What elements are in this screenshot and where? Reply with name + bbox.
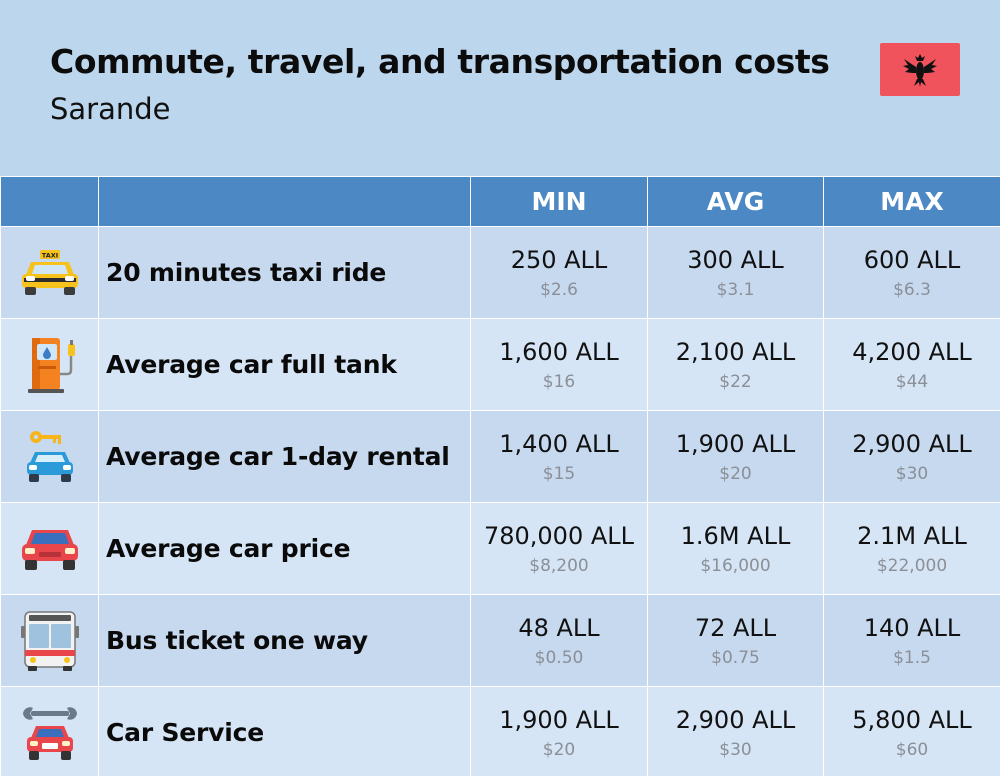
avg-price-usd: $30 [719, 739, 752, 760]
max-price-usd: $30 [895, 463, 929, 484]
min-price-usd: $16 [542, 371, 576, 392]
max-column-header: MAX [823, 176, 1000, 227]
max-price-cell: 140 ALL $1.5 [823, 594, 1000, 687]
avg-price-cell: 300 ALL $3.1 [647, 226, 824, 319]
item-label: Bus ticket one way [98, 594, 471, 687]
table-header-row: MIN AVG MAX [0, 176, 1000, 227]
avg-price-local: 1.6M ALL [680, 521, 791, 550]
table-row: Average car full tank 1,600 ALL $16 2,10… [0, 318, 1000, 411]
max-price-cell: 2.1M ALL $22,000 [823, 502, 1000, 595]
max-price-cell: 2,900 ALL $30 [823, 410, 1000, 503]
min-price-local: 48 ALL [518, 613, 600, 642]
max-price-usd: $60 [895, 739, 929, 760]
avg-price-local: 1,900 ALL [675, 429, 796, 458]
avg-price-usd: $3.1 [716, 279, 755, 300]
max-price-usd: $22,000 [876, 555, 948, 576]
avg-price-cell: 72 ALL $0.75 [647, 594, 824, 687]
table-row: TAXI 20 minutes taxi ride 250 ALL $2.6 3… [0, 226, 1000, 319]
albania-flag-icon [880, 43, 960, 96]
item-label: Average car full tank [98, 318, 471, 411]
min-price-cell: 1,400 ALL $15 [470, 410, 648, 503]
max-price-cell: 600 ALL $6.3 [823, 226, 1000, 319]
min-price-usd: $0.50 [534, 647, 584, 668]
max-price-local: 140 ALL [863, 613, 961, 642]
min-price-local: 780,000 ALL [483, 521, 635, 550]
item-label: 20 minutes taxi ride [98, 226, 471, 319]
car-rental-key-icon [0, 410, 99, 503]
avg-price-local: 300 ALL [687, 245, 784, 274]
min-price-local: 1,600 ALL [499, 337, 619, 366]
avg-price-cell: 1,900 ALL $20 [647, 410, 824, 503]
max-price-local: 600 ALL [863, 245, 961, 274]
min-column-header: MIN [470, 176, 648, 227]
max-price-cell: 4,200 ALL $44 [823, 318, 1000, 411]
min-price-usd: $8,200 [529, 555, 589, 576]
item-label: Car Service [98, 686, 471, 776]
avg-column-header: AVG [647, 176, 824, 227]
min-price-cell: 250 ALL $2.6 [470, 226, 648, 319]
item-label: Average car price [98, 502, 471, 595]
page-title: Commute, travel, and transportation cost… [50, 42, 830, 81]
avg-price-local: 72 ALL [694, 613, 777, 642]
taxi-icon: TAXI [0, 226, 99, 319]
max-price-cell: 5,800 ALL $60 [823, 686, 1000, 776]
max-price-local: 2.1M ALL [857, 521, 967, 550]
avg-price-cell: 2,100 ALL $22 [647, 318, 824, 411]
cost-table: MIN AVG MAX TAXI 20 [0, 176, 1000, 776]
table-row: Car Service 1,900 ALL $20 2,900 ALL $30 … [0, 686, 1000, 776]
table-row: Average car 1-day rental 1,400 ALL $15 1… [0, 410, 1000, 503]
avg-price-usd: $16,000 [700, 555, 771, 576]
avg-price-cell: 2,900 ALL $30 [647, 686, 824, 776]
max-price-usd: $1.5 [893, 647, 931, 668]
max-price-local: 4,200 ALL [852, 337, 972, 366]
red-car-icon [0, 502, 99, 595]
max-price-local: 2,900 ALL [852, 429, 972, 458]
item-label: Average car 1-day rental [98, 410, 471, 503]
min-price-local: 1,400 ALL [499, 429, 619, 458]
min-price-cell: 780,000 ALL $8,200 [470, 502, 648, 595]
min-price-usd: $20 [542, 739, 576, 760]
min-price-cell: 1,600 ALL $16 [470, 318, 648, 411]
page-header: Commute, travel, and transportation cost… [0, 0, 1000, 176]
max-price-local: 5,800 ALL [852, 705, 972, 734]
min-price-local: 250 ALL [510, 245, 608, 274]
avg-price-local: 2,100 ALL [675, 337, 796, 366]
svg-text:TAXI: TAXI [41, 251, 57, 259]
fuel-pump-icon [0, 318, 99, 411]
car-service-wrench-icon [0, 686, 99, 776]
min-price-usd: $15 [542, 463, 576, 484]
avg-price-usd: $22 [719, 371, 752, 392]
max-price-usd: $6.3 [893, 279, 931, 300]
avg-price-usd: $20 [719, 463, 752, 484]
table-row: Average car price 780,000 ALL $8,200 1.6… [0, 502, 1000, 595]
min-price-usd: $2.6 [540, 279, 578, 300]
min-price-cell: 48 ALL $0.50 [470, 594, 648, 687]
bus-icon [0, 594, 99, 687]
max-price-usd: $44 [895, 371, 929, 392]
item-column-header [98, 176, 471, 227]
min-price-cell: 1,900 ALL $20 [470, 686, 648, 776]
avg-price-cell: 1.6M ALL $16,000 [647, 502, 824, 595]
city-name: Sarande [50, 92, 171, 126]
avg-price-usd: $0.75 [711, 647, 760, 668]
icon-column-header [0, 176, 99, 227]
min-price-local: 1,900 ALL [499, 705, 619, 734]
table-row: Bus ticket one way 48 ALL $0.50 72 ALL $… [0, 594, 1000, 687]
avg-price-local: 2,900 ALL [675, 705, 796, 734]
